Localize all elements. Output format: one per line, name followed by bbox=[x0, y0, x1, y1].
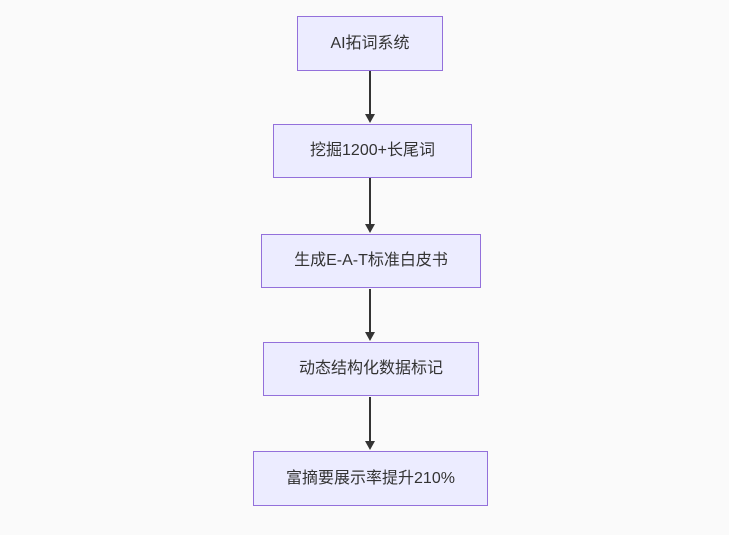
flow-node-label: AI拓词系统 bbox=[330, 34, 410, 52]
flow-arrow-connector bbox=[365, 71, 375, 123]
arrow-line bbox=[369, 71, 371, 114]
arrow-line bbox=[369, 178, 371, 224]
arrow-down-icon bbox=[365, 114, 375, 123]
arrow-line bbox=[369, 397, 371, 441]
flow-node-label: 动态结构化数据标记 bbox=[298, 360, 443, 377]
arrow-down-icon bbox=[365, 332, 375, 341]
flow-arrow-connector bbox=[365, 397, 375, 450]
flow-node-label: 挖掘1200+长尾词 bbox=[310, 142, 435, 159]
flow-arrow-connector bbox=[365, 178, 375, 233]
arrow-down-icon bbox=[365, 224, 375, 233]
flow-node-structured-data-markup: 动态结构化数据标记 bbox=[263, 342, 479, 396]
flow-node-eat-whitepaper: 生成E-A-T标准白皮书 bbox=[261, 234, 481, 288]
arrow-line bbox=[369, 289, 371, 332]
flow-node-longtail-mining: 挖掘1200+长尾词 bbox=[273, 124, 472, 178]
flow-node-ai-keyword-system: AI拓词系统 bbox=[297, 16, 443, 71]
flow-node-label: 生成E-A-T标准白皮书 bbox=[294, 252, 448, 269]
flow-node-rich-snippet-uplift: 富摘要展示率提升210% bbox=[253, 451, 488, 506]
flow-node-label: 富摘要展示率提升210% bbox=[286, 469, 455, 487]
arrow-down-icon bbox=[365, 441, 375, 450]
flow-arrow-connector bbox=[365, 289, 375, 341]
